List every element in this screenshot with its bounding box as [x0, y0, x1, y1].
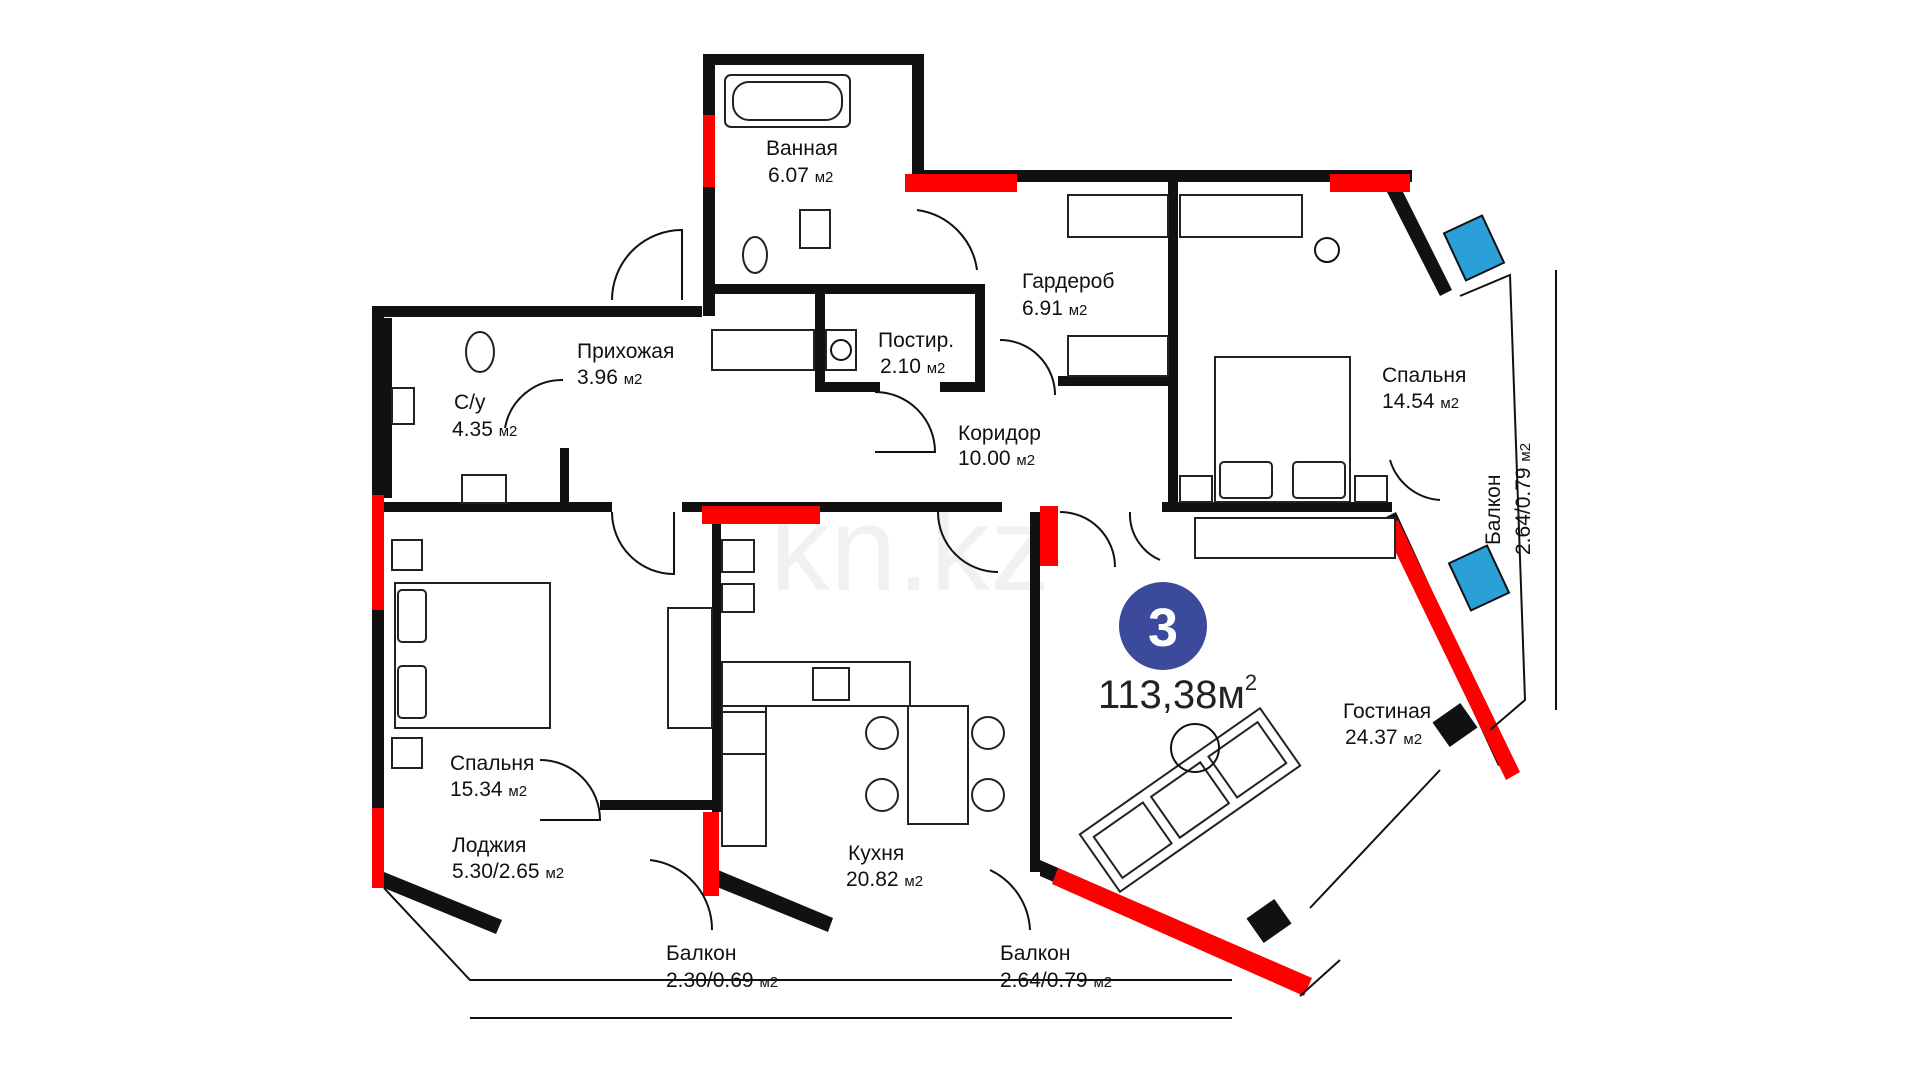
dining-table-icon	[907, 705, 969, 825]
room-name-hall: Прихожая	[577, 340, 674, 363]
room-area-bedroom1: 14.54 м2	[1382, 390, 1459, 413]
doors	[504, 209, 1441, 931]
apartment-summary: 3 113,38м2	[1098, 582, 1257, 717]
room-area-balcony1: 2.30/0.69 м2	[666, 969, 778, 992]
accent-walls	[372, 115, 1520, 996]
room-area-living: 24.37 м2	[1345, 726, 1422, 749]
balcony-window-icon	[1442, 214, 1506, 282]
balcony-railings	[383, 270, 1557, 1019]
room-area-hall: 3.96 м2	[577, 366, 642, 389]
toilet-icon	[465, 331, 495, 373]
room-name-balcony-right: Балкон	[1482, 475, 1505, 545]
room-name-kitchen: Кухня	[848, 842, 904, 865]
room-area-wc: 4.35 м2	[452, 418, 517, 441]
room-name-bedroom2: Спальня	[450, 752, 534, 775]
room-name-wc: С/у	[454, 391, 486, 414]
room-area-balcony-right: 2.64/0.79 м2	[1512, 443, 1535, 555]
sofa-icon	[1078, 706, 1302, 894]
balcony-right-label: Балкон 2.64/0.79 м2	[1482, 443, 1535, 555]
room-area-balcony2: 2.64/0.79 м2	[1000, 969, 1112, 992]
room-area-loggia: 5.30/2.65 м2	[452, 860, 564, 883]
room-name-laundry: Постир.	[878, 329, 954, 352]
room-name-wardrobe: Гардероб	[1022, 270, 1114, 293]
room-area-laundry: 2.10 м2	[880, 355, 945, 378]
furniture	[391, 74, 1511, 894]
room-name-balcony1: Балкон	[666, 942, 736, 965]
room-name-bath: Ванная	[766, 137, 838, 160]
wardrobe-icon	[1067, 194, 1169, 238]
room-area-kitchen: 20.82 м2	[846, 868, 923, 891]
room-area-bedroom2: 15.34 м2	[450, 778, 527, 801]
rooms-count-badge	[1119, 582, 1207, 670]
room-area-bath: 6.07 м2	[768, 164, 833, 187]
room-area-wardrobe: 6.91 м2	[1022, 297, 1087, 320]
room-area-corridor: 10.00 м2	[958, 447, 1035, 470]
sink-icon	[461, 474, 507, 504]
room-name-balcony2: Балкон	[1000, 942, 1070, 965]
total-area: 113,38м2	[1098, 670, 1257, 717]
room-labels: Ванная 6.07 м2 Гардероб 6.91 м2 Прихожая…	[450, 137, 1535, 992]
balcony-window-icon	[1447, 544, 1511, 612]
room-name-corridor: Коридор	[958, 422, 1041, 445]
rooms-count: 3	[1148, 598, 1178, 658]
sink-icon	[799, 209, 831, 249]
toilet-icon	[742, 236, 768, 274]
room-name-bedroom1: Спальня	[1382, 364, 1466, 387]
room-name-loggia: Лоджия	[452, 834, 526, 857]
room-name-living: Гостиная	[1343, 700, 1431, 723]
